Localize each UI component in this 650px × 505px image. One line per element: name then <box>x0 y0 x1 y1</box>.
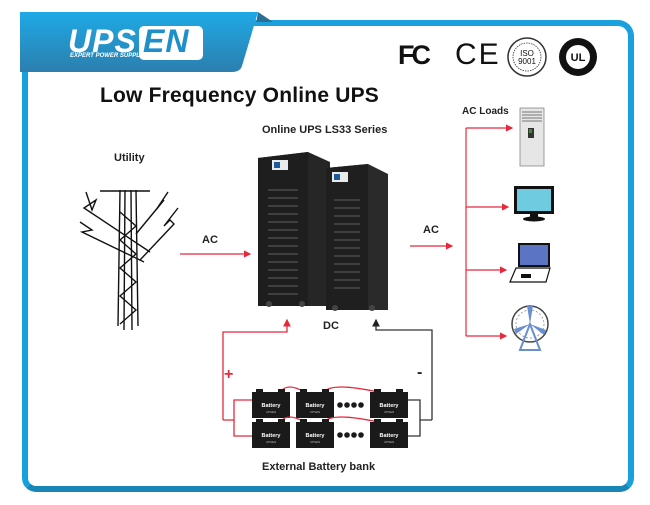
dc-label: DC <box>323 320 339 332</box>
battery-label: Battery <box>306 403 326 409</box>
ellipsis-dot <box>344 432 350 438</box>
ellipsis-dot <box>344 402 350 408</box>
laptop-icon <box>509 243 551 283</box>
ups-series-label: Online UPS LS33 Series <box>262 124 388 136</box>
brand-logo-right: EN <box>143 23 190 59</box>
utility-label: Utility <box>114 152 145 164</box>
battery-bank: BatteryUPSENBatteryUPSENBatteryUPSENBatt… <box>223 386 432 448</box>
battery-wire <box>408 399 432 421</box>
ellipsis-dot <box>358 432 364 438</box>
ellipsis-dot <box>351 402 357 408</box>
load-bus <box>465 124 514 340</box>
battery-bank-label: External Battery bank <box>262 461 376 473</box>
iso-number: 9001 <box>518 57 536 66</box>
dc-positive-wire <box>222 318 291 420</box>
brand-logo-right-box <box>139 26 203 60</box>
fcc-logo: FC <box>398 40 431 70</box>
output-ac-label: AC <box>423 224 439 236</box>
battery-wire <box>408 420 421 437</box>
ce-logo: CE <box>455 38 501 71</box>
battery-wire <box>233 420 252 437</box>
ellipsis-dot <box>358 402 364 408</box>
battery-label: Battery <box>262 403 282 409</box>
ellipsis-dot <box>351 432 357 438</box>
battery-label: Battery <box>262 433 282 439</box>
battery-label: Battery <box>380 433 400 439</box>
ul-logo: UL <box>559 38 597 76</box>
ellipsis-dot <box>337 402 343 408</box>
brand-logo: UPS <box>68 24 137 58</box>
ul-label: UL <box>571 52 586 64</box>
ups-cabinet-small <box>326 164 388 311</box>
monitor-icon <box>514 186 554 222</box>
battery-label: Battery <box>380 403 400 409</box>
minus-label: - <box>417 364 423 381</box>
battery-brand: UPSEN <box>266 410 276 414</box>
ups-cabinet-large <box>258 152 330 307</box>
battery-link-wire <box>323 386 379 393</box>
brand-tagline: EXPERT POWER SUPPLIER <box>70 53 150 59</box>
brand-logo-left: UPS <box>68 23 137 59</box>
utility-tower-icon <box>79 189 179 331</box>
battery-brand: UPSEN <box>310 440 320 444</box>
dc-negative-wire <box>372 318 433 420</box>
fan-icon <box>511 305 549 351</box>
iso-label: ISO <box>520 49 534 58</box>
battery-brand: UPSEN <box>384 440 394 444</box>
ellipsis-dot <box>337 432 343 438</box>
air-conditioner-icon <box>519 107 545 167</box>
battery-brand: UPSEN <box>310 410 320 414</box>
battery-label: Battery <box>306 433 326 439</box>
ac-loads-label: AC Loads <box>462 106 509 117</box>
input-ac-label: AC <box>202 234 218 246</box>
battery-wire <box>223 399 252 421</box>
page-title: Low Frequency Online UPS <box>100 84 380 107</box>
iso-9001-logo: ISO 9001 <box>507 37 547 77</box>
battery-link-wire <box>323 416 379 423</box>
battery-brand: UPSEN <box>266 440 276 444</box>
plus-label: + <box>224 366 234 383</box>
battery-brand: UPSEN <box>384 410 394 414</box>
diagram-frame <box>22 20 634 492</box>
